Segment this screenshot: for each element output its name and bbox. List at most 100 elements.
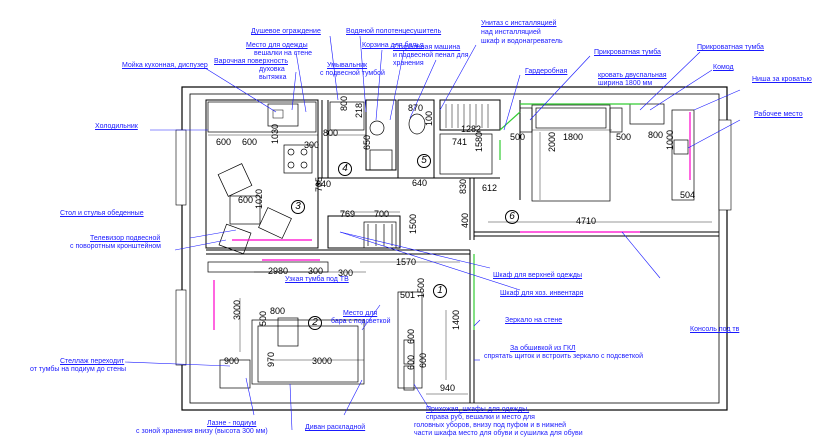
label-bar-place-1: Место для <box>343 310 378 317</box>
label-podium-2: с зоной хранения внизу (высота 300 мм) <box>136 428 268 435</box>
dimension-d501: 501 <box>400 290 416 300</box>
dimension-d500c: 500 <box>258 310 268 326</box>
label-washing-machine-1: Стиральная машина <box>393 44 461 51</box>
label-dining-table: Стол и стулья обеденные <box>60 210 144 217</box>
label-drywall-cover-2: спрятать щиток и встроить зеркало с подс… <box>484 353 643 360</box>
dimension-d800b: 800 <box>339 95 349 111</box>
dimension-d1030: 1030 <box>270 123 280 144</box>
dimension-d1020: 1020 <box>254 188 264 209</box>
dimension-d741: 741 <box>452 137 468 147</box>
label-shelving-1: Стеллаж переходит <box>60 358 125 365</box>
dimension-d600f: 600 <box>418 352 428 368</box>
dimension-d800d: 800 <box>270 306 286 316</box>
room-number-2: 2 <box>308 316 322 330</box>
dimension-d640b: 640 <box>412 178 428 188</box>
dimension-d2000: 2000 <box>547 131 557 152</box>
label-bed-2: ширина 1800 мм <box>598 80 653 87</box>
dimension-d1500b: 1500 <box>416 277 426 298</box>
dimension-d500b: 500 <box>616 132 632 142</box>
dimension-d735: 735 <box>314 176 324 192</box>
label-podium-1: Лазне - подиум <box>207 420 257 427</box>
dimension-d1580: 1580 <box>474 131 484 152</box>
dimension-d400: 400 <box>460 212 470 228</box>
furniture <box>207 101 695 391</box>
label-bedside-right: Прикроватная тумба <box>697 44 764 51</box>
label-utility-cabinet: Шкаф для хоз. инвентаря <box>500 290 584 297</box>
label-tv-1: Телевизор подвесной <box>90 235 161 242</box>
label-toilet-1: Унитаз с инсталляцией <box>481 20 557 27</box>
label-toilet-2: над инсталляцией <box>481 29 541 36</box>
dimension-d300b: 300 <box>308 266 324 276</box>
dimension-d500a: 500 <box>510 132 526 142</box>
label-hood: вытяжка <box>259 74 287 81</box>
label-clothes-place-1: Место для одежды <box>246 42 308 49</box>
label-hallway-1: Прихожая, шкафы для одежды, <box>426 406 530 413</box>
label-hallway-2: справа руб, вешалки и место для <box>426 414 535 421</box>
label-toilet-3: шкаф и водонагреватель <box>481 38 563 45</box>
dimension-d1500: 1500 <box>408 213 418 234</box>
label-outerwear-wardrobe: Шкаф для верхней одежды <box>493 272 583 279</box>
label-washing-machine-2: и подвесной пенал для <box>393 52 469 59</box>
label-narrow-tv-stand: Узкая тумба под ТВ <box>285 276 349 283</box>
dimension-d1800: 1800 <box>563 132 584 142</box>
dimension-d3000b: 3000 <box>312 356 333 366</box>
label-oven: духовка <box>259 66 285 73</box>
room-number-6: 6 <box>505 210 519 224</box>
dimension-d650: 650 <box>362 134 372 150</box>
dimension-d600a: 600 <box>216 137 232 147</box>
door-marks <box>473 103 640 330</box>
dimension-d700: 700 <box>374 209 390 219</box>
dimension-d769: 769 <box>340 209 356 219</box>
label-kitchen-sink: Мойка кухонная, диспузер <box>122 62 208 69</box>
dimension-d830: 830 <box>458 178 468 194</box>
label-tv-console: Консоль под тв <box>690 326 740 333</box>
label-drywall-cover-1: За обшивкой из ГКЛ <box>510 345 576 352</box>
windows <box>175 119 732 366</box>
label-niche-behind-bed: Ниша за кроватью <box>752 76 812 83</box>
dimension-d300c: 300 <box>338 268 354 278</box>
dimension-d1570: 1570 <box>396 257 417 267</box>
label-walk-in-closet: Гардеробная <box>525 68 568 75</box>
label-wall-mirror: Зеркало на стене <box>505 317 563 324</box>
dimension-d870: 870 <box>408 103 424 113</box>
label-shower-enclosure: Душевое ограждение <box>251 28 321 35</box>
label-washbasin-2: с подвесной тумбой <box>320 70 385 77</box>
dimension-d300a: 300 <box>304 140 320 150</box>
dimension-d218: 218 <box>354 102 364 118</box>
label-sofa-bed: Диван раскладной <box>305 424 366 431</box>
label-bedside-left: Прикроватная тумба <box>594 49 661 56</box>
label-dresser: Комод <box>713 64 734 71</box>
label-towel-warmer: Водяной полотенцесушитель <box>346 28 442 35</box>
label-washing-machine-3: хранения <box>393 60 424 67</box>
label-bed-1: кровать двуспальная <box>598 72 667 79</box>
room-number-3: 3 <box>291 200 305 214</box>
dimension-lines <box>208 129 712 395</box>
dimension-d504: 504 <box>680 190 696 200</box>
dimension-d100: 100 <box>424 110 434 126</box>
dimension-800-right: 800 <box>648 130 664 140</box>
room-number-5: 5 <box>417 154 431 168</box>
label-hob: Варочная поверхность <box>214 58 288 65</box>
label-hallway-4: части шкафа место для обуви и сушилка дл… <box>414 430 583 437</box>
leader-lines <box>124 35 741 431</box>
dimension-d4710: 4710 <box>576 216 597 226</box>
dimension-d1400: 1400 <box>451 309 461 330</box>
label-hallway-3: головных уборов, внизу под пуфом и в ниж… <box>414 422 567 429</box>
label-clothes-place-2: вешалки на стене <box>254 50 313 57</box>
label-laundry-basket: Корзина для белья <box>362 42 424 49</box>
label-bar-place-2: бара с подсветкой <box>331 318 391 325</box>
label-workplace: Рабочее место <box>754 111 803 118</box>
dimension-d612: 612 <box>482 183 498 193</box>
dimension-d600e: 600 <box>406 354 416 370</box>
dimension-d600c: 600 <box>238 195 254 205</box>
dimension-d940: 940 <box>440 383 456 393</box>
dimension-d3000a: 3000 <box>232 299 242 320</box>
dimension-d970: 970 <box>266 351 276 367</box>
dimension-d600d: 600 <box>406 328 416 344</box>
label-washbasin-1: Умывальник <box>327 62 368 69</box>
dimension-d640a: 640 <box>316 179 332 189</box>
room-number-1: 1 <box>433 284 447 298</box>
accent-marks <box>213 112 691 330</box>
label-fridge: Холодильник <box>95 123 138 130</box>
